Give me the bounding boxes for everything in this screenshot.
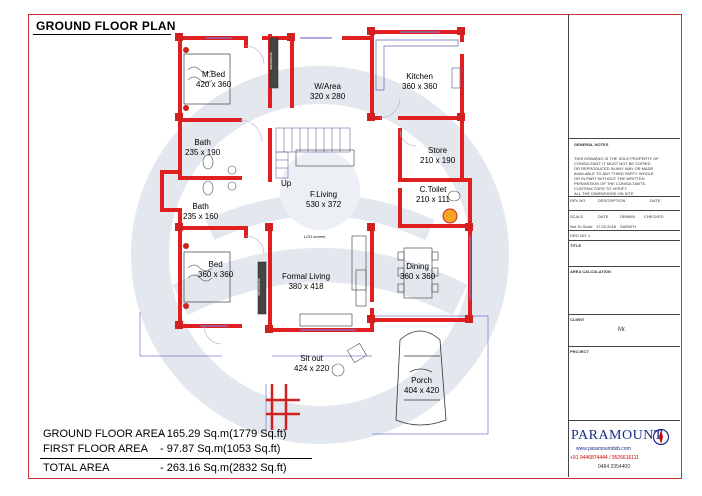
tb-scale-value: Not To Scale xyxy=(570,224,593,229)
title-underline xyxy=(33,34,171,35)
area-first-value: - 97.87 Sq.m(1053 Sq.ft) xyxy=(160,443,281,455)
logo-phone: +91 9446874444 / 9526616111 xyxy=(570,455,639,461)
tb-drawn-value: SARATH xyxy=(620,224,636,229)
tb-client-name: Mr. xyxy=(618,327,627,333)
tb-title: TITLE xyxy=(570,243,582,248)
tb-divider xyxy=(568,240,680,241)
tb-general-notes: GENERAL NOTES xyxy=(574,142,609,147)
tb-date: DATE xyxy=(650,198,661,203)
tb-project: PROJECT xyxy=(570,349,589,354)
sheet-border xyxy=(28,14,682,479)
tb-scale: SCALE xyxy=(570,214,584,219)
tb-divider xyxy=(568,346,680,347)
tb-divider xyxy=(568,266,680,267)
tb-drawn: DRAWN xyxy=(620,214,635,219)
wardrobe-label-1: WARDROBE xyxy=(268,52,273,70)
logo-phone-2: 0484 2354400 xyxy=(598,464,630,470)
tb-divider xyxy=(568,196,680,197)
tb-divider xyxy=(568,314,680,315)
tb-date-value: 17.02.2018 xyxy=(596,224,617,229)
area-ground-value: - 165.29 Sq.m(1779 Sq.ft) xyxy=(160,428,287,440)
tb-divider xyxy=(568,138,680,139)
tb-client: CLIENT xyxy=(570,317,585,322)
tb-notes: THIS DRAWING IS THE SOLE PROPERTY OF CON… xyxy=(574,156,659,196)
tb-divider xyxy=(568,230,680,231)
tb-checked: CHECKED xyxy=(644,214,664,219)
logo-website[interactable]: www.paramountdxb.com xyxy=(576,446,631,452)
plan-title: GROUND FLOOR PLAN xyxy=(36,19,176,33)
tb-description: DESCRIPTION xyxy=(598,198,626,203)
tb-area-calc: AREA CALCULATION xyxy=(570,269,611,274)
title-block xyxy=(568,14,681,477)
company-logo: PARAMOUNT xyxy=(571,428,663,443)
tb-drg-no: DRG NO: 1 xyxy=(570,233,591,238)
area-divider xyxy=(40,458,312,459)
area-total-label: TOTAL AREA xyxy=(43,462,110,474)
tb-rev: REV NO xyxy=(570,198,586,203)
tb-divider xyxy=(568,210,680,211)
compass-icon xyxy=(652,428,670,446)
lcd-screen-label: LCD screen xyxy=(304,234,326,239)
tb-divider xyxy=(568,420,680,421)
area-total-value: - 263.16 Sq.m(2832 Sq.ft) xyxy=(160,462,287,474)
stair-up-label: Up xyxy=(281,179,292,188)
area-first-label: FIRST FLOOR AREA xyxy=(43,443,148,455)
wardrobe-label-2: WARDROBE xyxy=(256,278,261,296)
watermark-logo xyxy=(131,66,509,444)
tb-date2: DATE xyxy=(598,214,609,219)
area-ground-label: GROUND FLOOR AREA xyxy=(43,428,166,440)
